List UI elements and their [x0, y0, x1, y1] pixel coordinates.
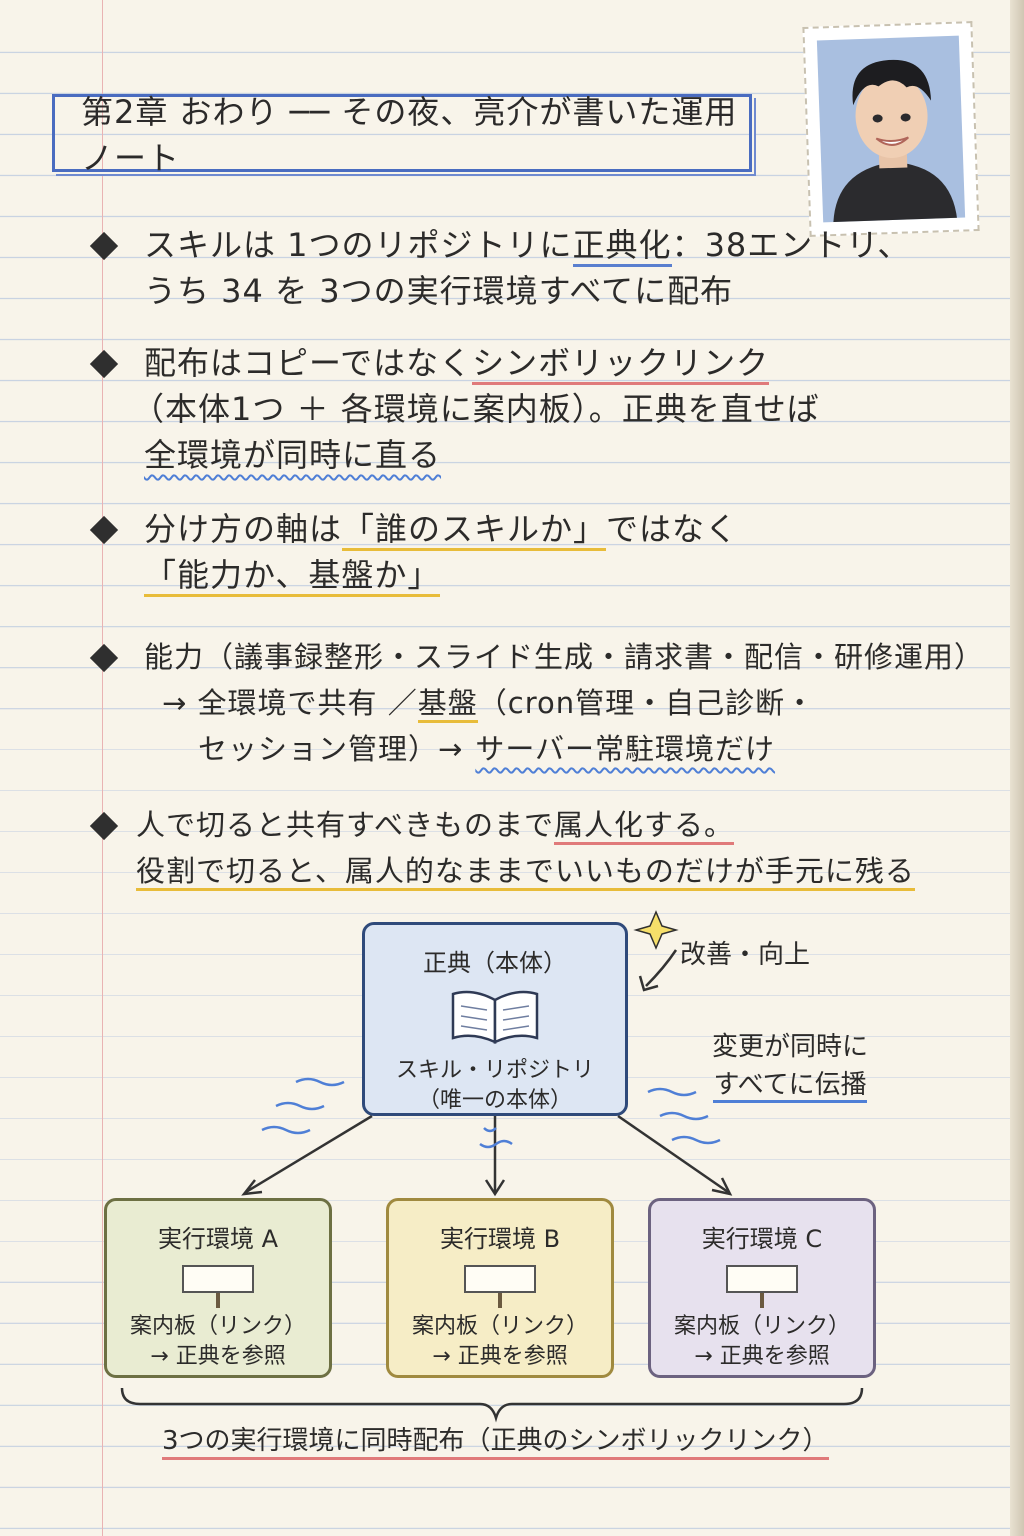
bullet-3-text-b: ではなく [606, 510, 739, 548]
open-book-icon [451, 990, 539, 1044]
env-box-a: 実行環境 A 案内板（リンク） → 正典を参照 [104, 1198, 332, 1378]
env-c-title: 実行環境 C [701, 1225, 823, 1253]
improve-arrow [645, 949, 678, 987]
canon-line-1: スキル・リポジトリ [395, 1058, 594, 1083]
bullet-2-highlight-b: 全環境が同時に直る [144, 436, 442, 474]
canon-box: 正典（本体） スキル・リポジトリ （唯一の本体） [362, 922, 628, 1116]
arrow-to-env-c [617, 1114, 729, 1194]
bullet-2-text-a: 配布はコピーではなく [144, 344, 473, 382]
env-a-line-2: → 正典を参照 [150, 1344, 286, 1369]
signboard-icon [181, 1264, 255, 1308]
bullet-4-text-d: セッション管理）→ [198, 732, 464, 766]
bullet-4-highlight: 基盤 [417, 686, 478, 723]
bullet-5-text-a: 人で切ると共有すべきものまで [136, 808, 554, 842]
bullet-4-text-b: → 全環境で共有 ／ [162, 686, 418, 720]
signboard-icon [725, 1264, 799, 1308]
arrow-head-a [241, 1179, 263, 1196]
bullet-2-text-b: （本体1つ ＋ 各環境に案内板）。正典を直せば [132, 390, 820, 428]
env-box-c: 実行環境 C 案内板（リンク） → 正典を参照 [648, 1198, 876, 1378]
bullet-5-highlight: 属人化する。 [553, 808, 734, 845]
canon-title: 正典（本体） [423, 949, 567, 977]
arrow-to-env-a [245, 1114, 373, 1194]
bullet-5-highlight-b: 役割で切ると、属人的なままでいいものだけが手元に残る [136, 854, 915, 891]
bullet-3-text-a: 分け方の軸は [144, 510, 343, 548]
note-bullet-4: 能力（議事録整形・スライド生成・請求書・配信・研修運用） → 全環境で共有 ／基… [89, 634, 985, 772]
bullet-1-highlight: 正典化 [572, 226, 672, 267]
propagate-note-line-1: 変更が同時に [712, 1032, 869, 1062]
note-bullet-2: 配布はコピーではなくシンボリックリンク （本体1つ ＋ 各環境に案内板）。正典を… [89, 340, 820, 478]
propagate-note: 変更が同時に すべてに伝播 [712, 1028, 868, 1104]
bullet-1-text-c: うち 34 を 3つの実行環境すべてに配布 [144, 272, 734, 310]
env-a-title: 実行環境 A [157, 1225, 279, 1253]
diagram-caption: 3つの実行環境に同時配布（正典のシンボリックリンク） [162, 1420, 829, 1460]
page-title-text: 第2章 おわり ── その夜、亮介が書いた運用ノート [81, 93, 738, 177]
signboard-icon [463, 1264, 537, 1308]
env-b-title: 実行環境 B [439, 1225, 561, 1253]
bullet-1-text-b: ：38エントリ、 [671, 226, 911, 264]
bullet-3-highlight-b: 「能力か、基盤か」 [144, 556, 441, 597]
env-a-line-1: 案内板（リンク） [129, 1314, 306, 1339]
bullet-1-text-a: スキルは 1つのリポジトリに [144, 226, 573, 264]
improve-note: 改善・向上 [680, 940, 811, 970]
arrow-head-b [484, 1179, 506, 1197]
bullet-4-text-a: 能力（議事録整形・スライド生成・請求書・配信・研修運用） [144, 640, 985, 674]
propagate-note-line-2: すべてに伝播 [713, 1070, 867, 1103]
env-b-line-1: 案内板（リンク） [411, 1314, 588, 1339]
arrow-head-c [711, 1177, 733, 1196]
env-b-line-2: → 正典を参照 [432, 1344, 568, 1369]
brace-icon [120, 1387, 864, 1423]
page-title: 第2章 おわり ── その夜、亮介が書いた運用ノート [52, 93, 752, 177]
note-bullet-3: 分け方の軸は「誰のスキルか」ではなく 「能力か、基盤か」 [89, 506, 739, 598]
bullet-2-highlight: シンボリックリンク [472, 344, 770, 385]
canon-line-2: （唯一の本体） [417, 1088, 572, 1113]
bullet-4-text-c: （cron管理・自己診断・ [477, 686, 816, 720]
env-c-line-2: → 正典を参照 [694, 1344, 830, 1369]
bullet-4-highlight-b: サーバー常駐環境だけ [475, 732, 776, 766]
note-bullet-1: スキルは 1つのリポジトリに正典化：38エントリ、 うち 34 を 3つの実行環… [89, 222, 911, 314]
page-edge [1010, 0, 1024, 1536]
env-c-line-1: 案内板（リンク） [673, 1314, 850, 1339]
note-bullet-5: 人で切ると共有すべきものまで属人化する。 役割で切ると、属人的なままでいいものだ… [89, 802, 915, 894]
avatar [816, 35, 966, 223]
avatar-stamp [802, 21, 980, 237]
avatar-illustration [833, 59, 958, 223]
sparkle-icon [633, 910, 679, 950]
bullet-3-highlight: 「誰のスキルか」 [342, 510, 607, 551]
signal-waves-icon [261, 1077, 721, 1149]
margin-line [102, 0, 103, 1536]
env-box-b: 実行環境 B 案内板（リンク） → 正典を参照 [386, 1198, 614, 1378]
